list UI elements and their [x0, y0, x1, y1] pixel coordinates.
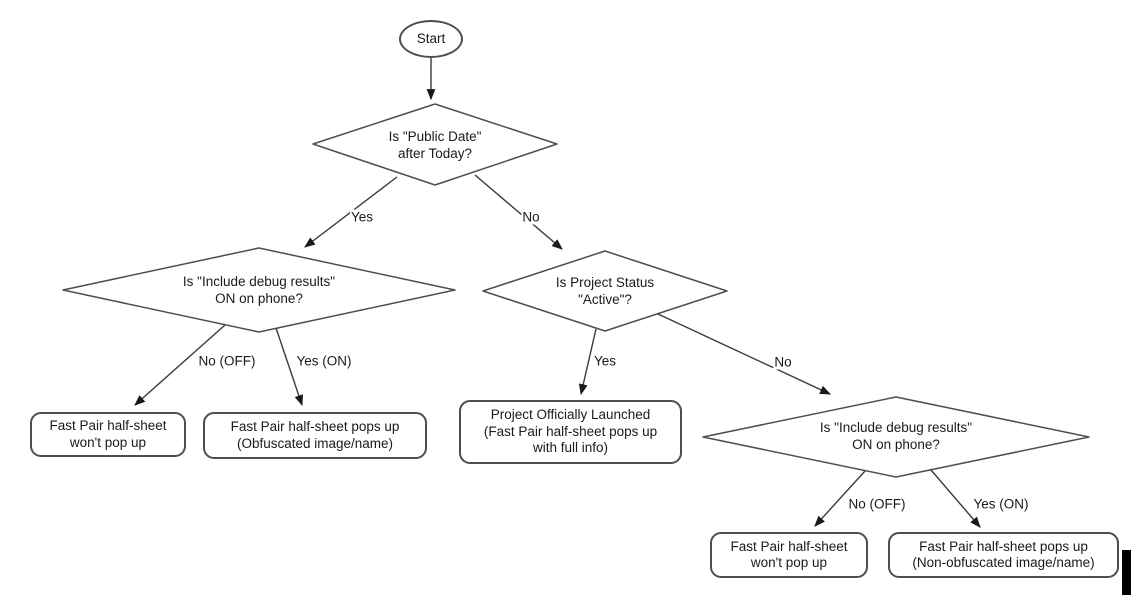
start-node: Start [399, 20, 463, 58]
result-no-popup-right: Fast Pair half-sheet won't pop up [710, 532, 868, 578]
edge-label-yes-on-2: Yes (ON) [972, 496, 1030, 512]
result-non-obfuscated: Fast Pair half-sheet pops up (Non-obfusc… [888, 532, 1119, 578]
decision-project-status-shape [482, 250, 728, 332]
edge-yeson-to-non-obfuscated [930, 469, 981, 528]
edge-nooff-to-no-popup-right [814, 470, 866, 527]
edge-no-to-debug-right [657, 313, 831, 395]
edge-no-to-project-status [474, 174, 563, 250]
edge-label-no-1: No [521, 209, 541, 225]
decision-debug-left-shape [62, 247, 456, 333]
text-cursor-artifact [1122, 550, 1131, 595]
edge-label-yes-2: Yes [592, 353, 618, 369]
edge-label-yes-on-1: Yes (ON) [295, 353, 353, 369]
edge-yes-to-launched [578, 328, 597, 396]
result-obfuscated: Fast Pair half-sheet pops up (Obfuscated… [203, 412, 427, 459]
edge-label-no-off-1: No (OFF) [197, 353, 257, 369]
result-no-popup-left: Fast Pair half-sheet won't pop up [30, 412, 186, 457]
edge-label-no-off-2: No (OFF) [847, 496, 907, 512]
edge-label-no-2: No [773, 354, 793, 370]
edge-label-yes-1: Yes [349, 209, 375, 225]
decision-public-date-shape [312, 103, 558, 186]
edge-nooff-to-no-popup-left [134, 324, 226, 406]
decision-debug-right-shape [702, 396, 1090, 478]
result-launched: Project Officially Launched (Fast Pair h… [459, 400, 682, 464]
edge-yeson-to-obfuscated [275, 327, 304, 407]
